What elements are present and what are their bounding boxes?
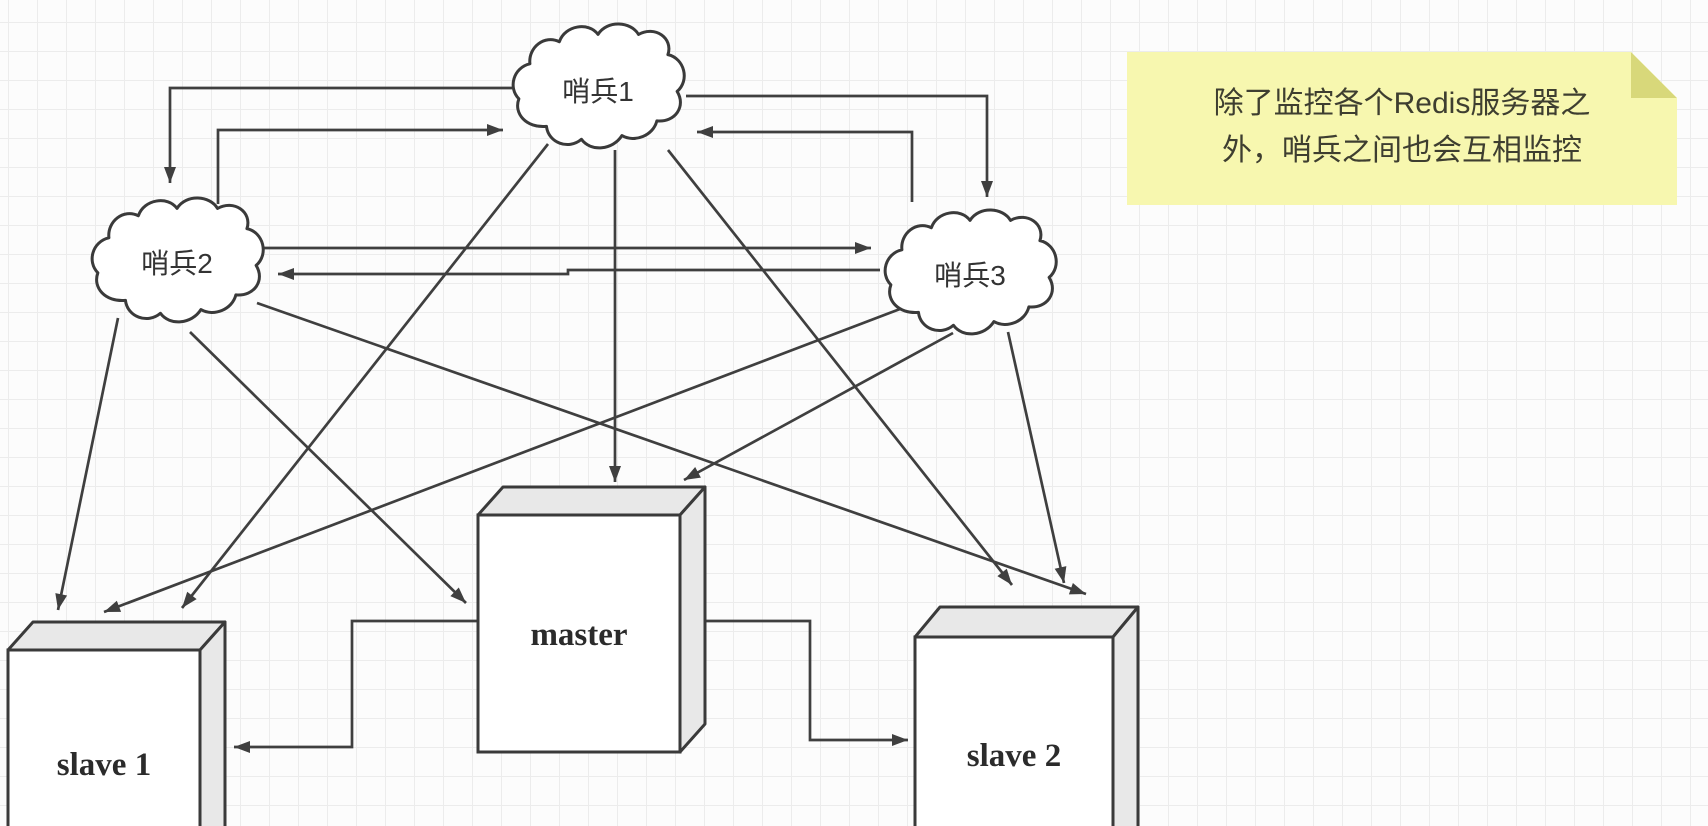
arrow-sentinel3-to-slave2 bbox=[1006, 331, 1067, 584]
box-side-face bbox=[198, 620, 227, 826]
arrow-sentinel3-to-sentinel1 bbox=[697, 126, 914, 202]
arrow-sentinel1-to-slave1 bbox=[180, 143, 550, 609]
box-top-face bbox=[6, 620, 227, 652]
node-sentinel3: 哨兵3 bbox=[883, 208, 1058, 336]
arrow-master-to-slave2 bbox=[705, 619, 908, 746]
box-top-face bbox=[476, 485, 707, 517]
box-side-face bbox=[678, 485, 707, 754]
box-top-face bbox=[913, 605, 1140, 639]
arrow-sentinel2-to-slave1 bbox=[55, 317, 120, 611]
arrow-sentinel2-to-slave2 bbox=[256, 301, 1087, 596]
node-label: slave 2 bbox=[967, 738, 1061, 774]
arrow-sentinel2-to-master bbox=[189, 331, 467, 604]
sticky-note: 除了监控各个Redis服务器之 外，哨兵之间也会互相监控 bbox=[1127, 52, 1677, 205]
box-front-face bbox=[6, 648, 202, 826]
node-label: 哨兵3 bbox=[934, 260, 1006, 291]
arrow-sentinel3-to-slave1 bbox=[103, 304, 909, 614]
node-slave1: slave 1 bbox=[6, 620, 227, 826]
box-front-face bbox=[913, 635, 1115, 826]
node-label: 哨兵1 bbox=[562, 76, 634, 107]
box-side-face bbox=[1111, 605, 1140, 826]
box-front-face bbox=[476, 513, 682, 754]
note-text-line1: 除了监控各个Redis服务器之 bbox=[1213, 87, 1591, 120]
node-label: master bbox=[530, 617, 627, 653]
arrow-sentinel2-to-sentinel1 bbox=[216, 124, 503, 204]
arrow-sentinel1-to-sentinel3 bbox=[686, 94, 993, 197]
arrow-master-to-slave1 bbox=[234, 619, 478, 753]
arrow-sentinel1-to-slave2 bbox=[666, 149, 1014, 586]
node-sentinel1: 哨兵1 bbox=[511, 22, 686, 150]
arrow-sentinel3-to-master bbox=[683, 331, 954, 482]
node-slave2: slave 2 bbox=[913, 605, 1140, 826]
note-text-line2: 外，哨兵之间也会互相监控 bbox=[1222, 134, 1582, 167]
arrow-sentinel1-to-sentinel2 bbox=[164, 86, 512, 183]
connector-arrows bbox=[55, 86, 1087, 753]
node-label: slave 1 bbox=[57, 747, 151, 783]
node-label: 哨兵2 bbox=[141, 248, 213, 279]
node-sentinel2: 哨兵2 bbox=[90, 196, 265, 324]
node-master: master bbox=[476, 485, 707, 754]
arrow-sentinel3-to-sentinel2 bbox=[278, 268, 880, 280]
